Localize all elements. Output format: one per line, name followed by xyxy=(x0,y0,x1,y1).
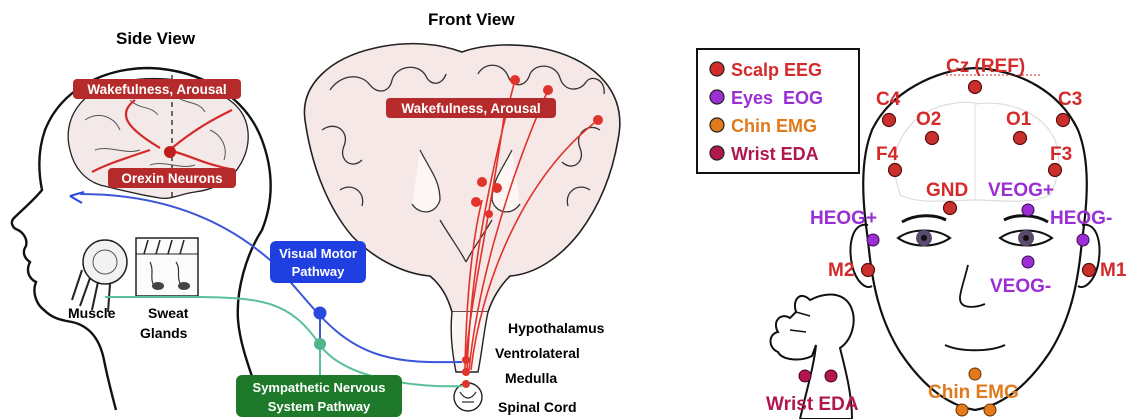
label-m2: M2 xyxy=(828,260,854,281)
orexin-label: Orexin Neurons xyxy=(121,171,222,186)
electrode-cz xyxy=(969,81,982,94)
sympathetic-label-1: Sympathetic Nervous xyxy=(253,380,386,395)
front-view-title: Front View xyxy=(428,10,515,29)
electrode-c3 xyxy=(1057,114,1070,127)
label-o2: O2 xyxy=(916,109,941,130)
label-f4: F4 xyxy=(876,144,899,165)
legend-item-chin-emg: Chin EMG xyxy=(731,116,817,136)
electrode-f4 xyxy=(889,164,902,177)
visual-motor-label-1: Visual Motor xyxy=(279,246,357,261)
orexin-dot xyxy=(164,146,176,158)
visual-motor-label-2: Pathway xyxy=(292,264,346,279)
electrode-o2 xyxy=(926,132,939,145)
side-view-head: Wakefulness, Arousal Orexin Neurons Side… xyxy=(12,29,271,410)
label-o1: O1 xyxy=(1006,109,1032,130)
spinal-cord-label: Spinal Cord xyxy=(498,399,577,415)
label-m1: M1 xyxy=(1100,260,1127,281)
side-view-title: Side View xyxy=(116,29,196,48)
legend-item-eyes-eog: Eyes EOG xyxy=(731,88,823,108)
label-veog-minus: VEOG- xyxy=(990,276,1051,297)
electrode-veog-minus xyxy=(1022,256,1034,268)
label-c4: C4 xyxy=(876,89,901,110)
electrode-heog-minus xyxy=(1077,234,1089,246)
label-c3: C3 xyxy=(1058,89,1082,110)
wakefulness-label-front: Wakefulness, Arousal xyxy=(401,101,540,116)
label-cz-ref: Cz (REF) xyxy=(946,56,1025,77)
muscle-icon xyxy=(72,240,127,312)
electrode-veog-plus xyxy=(1022,204,1034,216)
front-view-brain: Wakefulness, Arousal Front View Hypothal… xyxy=(304,10,619,415)
legend-item-scalp-eeg: Scalp EEG xyxy=(731,60,822,80)
ventrolateral-label: Ventrolateral xyxy=(495,345,580,361)
label-wrist-eda: Wrist EDA xyxy=(766,394,859,415)
muscle-label: Muscle xyxy=(68,305,116,321)
sympathetic-label-2: System Pathway xyxy=(268,399,371,414)
sympathetic-dot xyxy=(314,338,326,350)
visual-motor-dot xyxy=(314,307,327,320)
hypothalamus-label: Hypothalamus xyxy=(508,320,605,336)
medulla-label: Medulla xyxy=(505,370,557,386)
label-f3: F3 xyxy=(1050,144,1072,165)
electrode-gnd xyxy=(944,202,957,215)
electrode-o1 xyxy=(1014,132,1027,145)
electrode-f3 xyxy=(1049,164,1062,177)
legend: Scalp EEG Eyes EOG Chin EMG Wrist EDA xyxy=(697,49,859,173)
label-heog-minus: HEOG- xyxy=(1050,208,1112,229)
electrode-c4 xyxy=(883,114,896,127)
electrode-m1 xyxy=(1083,264,1096,277)
label-veog-plus: VEOG+ xyxy=(988,180,1054,201)
sweat-label-2: Glands xyxy=(140,325,188,341)
label-chin-emg: Chin EMG xyxy=(928,382,1019,403)
wakefulness-label-side: Wakefulness, Arousal xyxy=(87,82,226,97)
sweat-label-1: Sweat xyxy=(148,305,189,321)
legend-item-wrist-eda: Wrist EDA xyxy=(731,144,819,164)
sweat-glands-icon xyxy=(136,238,198,296)
label-gnd: GND xyxy=(926,180,968,201)
label-heog-plus: HEOG+ xyxy=(810,208,877,229)
electrode-m2 xyxy=(862,264,875,277)
electrode-heog-plus xyxy=(867,234,879,246)
